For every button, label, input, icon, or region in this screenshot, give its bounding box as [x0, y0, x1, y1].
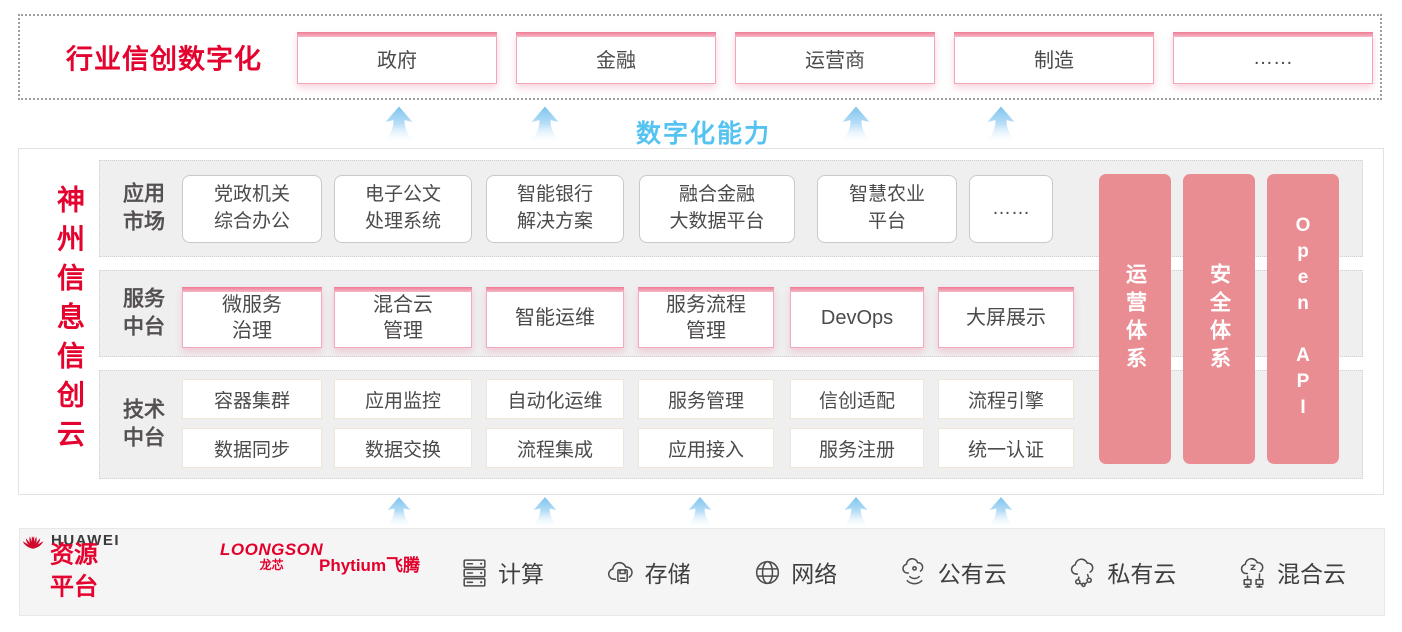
industry-label: 金融: [596, 49, 636, 72]
public-cloud-icon: [901, 557, 924, 584]
tech-box: 容器集群: [182, 379, 322, 419]
side-bar-open-api: Open API: [1267, 174, 1339, 464]
up-arrow-icon: [984, 106, 1018, 144]
pink-cap: [938, 287, 1074, 292]
service-platform-label: 服务 中台: [123, 287, 165, 339]
tech-box: 服务管理: [638, 379, 774, 419]
pink-cap: [638, 287, 774, 292]
app-box: 智能银行 解决方案: [486, 175, 624, 243]
up-arrow-icon: [382, 106, 416, 144]
platform-box: 神州信息信创云 应用 市场 党政机关 综合办公 电子公文 处理系统 智能银行 解…: [18, 148, 1384, 495]
resource-items: 计算 存储 网络 公有云: [458, 529, 1346, 615]
pink-cap: [297, 32, 497, 37]
pink-cap: [516, 32, 716, 37]
app-market-row: 应用 市场 党政机关 综合办公 电子公文 处理系统 智能银行 解决方案 融合金融…: [99, 160, 1363, 257]
industry-label: 制造: [1034, 49, 1074, 72]
up-arrow-icon: [384, 497, 414, 529]
pink-cap: [486, 287, 624, 292]
storage-icon: [607, 561, 633, 582]
pink-cap: [954, 32, 1154, 37]
tech-platform-label: 技术 中台: [123, 398, 165, 450]
industry-box-manufacturing: 制造: [954, 32, 1154, 84]
resource-item-public-cloud: 公有云: [898, 555, 1007, 589]
industry-label: ……: [1253, 46, 1293, 69]
app-box: 智慧农业 平台: [817, 175, 957, 243]
app-box-more: ……: [969, 175, 1053, 243]
up-arrow-icon: [986, 497, 1016, 529]
up-arrow-icon: [839, 106, 873, 144]
side-bar-operations: 运营体系: [1099, 174, 1171, 464]
industry-box-telecom: 运营商: [735, 32, 935, 84]
app-box: 融合金融 大数据平台: [639, 175, 795, 243]
service-box: 大屏展示: [938, 287, 1074, 348]
tech-box: 数据交换: [334, 428, 472, 468]
resource-item-hybrid-cloud: 混合云: [1237, 555, 1346, 589]
industry-banner: 行业信创数字化 政府 金融 运营商 制造 ……: [18, 14, 1382, 100]
service-box: 服务流程 管理: [638, 287, 774, 348]
network-icon: [756, 560, 780, 584]
pink-cap: [334, 287, 472, 292]
phytium-logo: Phytium飞腾: [319, 556, 421, 575]
app-box: 党政机关 综合办公: [182, 175, 322, 243]
huawei-logo: HUAWEI: [20, 529, 1384, 551]
up-arrow-icon: [685, 497, 715, 529]
up-arrow-icon: [530, 497, 560, 529]
resource-item-network: 网络: [751, 555, 837, 589]
resource-platform-panel: 资源 平台 LOONGSON 龙芯 Phytium飞腾 HUAWEI: [19, 528, 1385, 616]
tech-box: 流程引擎: [938, 379, 1074, 419]
hybrid-cloud-icon: [1240, 557, 1264, 588]
service-box: DevOps: [790, 287, 924, 348]
platform-title-vertical: 神州信息信创云: [54, 185, 85, 458]
tech-box: 统一认证: [938, 428, 1074, 468]
service-box: 智能运维: [486, 287, 624, 348]
industry-box-more: ……: [1173, 32, 1373, 84]
industry-box-finance: 金融: [516, 32, 716, 84]
banner-title: 行业信创数字化: [66, 44, 262, 75]
service-box: 微服务 治理: [182, 287, 322, 348]
loongson-logo: LOONGSON 龙芯: [220, 540, 324, 572]
up-arrow-icon: [528, 106, 562, 144]
compute-icon: [463, 558, 486, 587]
industry-boxes: 政府 金融 运营商 制造 ……: [297, 32, 1373, 84]
up-arrow-icon: [841, 497, 871, 529]
capability-label: 数字化能力: [636, 120, 772, 148]
pink-cap: [790, 287, 924, 292]
side-bar-security: 安全体系: [1183, 174, 1255, 464]
pink-cap: [1173, 32, 1373, 37]
industry-box-government: 政府: [297, 32, 497, 84]
app-market-label: 应用 市场: [123, 182, 165, 234]
tech-box: 自动化运维: [486, 379, 624, 419]
tech-box: 数据同步: [182, 428, 322, 468]
service-platform-row: 服务 中台 微服务 治理 混合云 管理 智能运维 服务流程 管理 DevOps …: [99, 270, 1363, 357]
resource-item-compute: 计算: [458, 555, 544, 589]
industry-label: 运营商: [805, 49, 865, 72]
tech-box: 应用监控: [334, 379, 472, 419]
private-cloud-icon: [1071, 557, 1094, 587]
tech-box: 信创适配: [790, 379, 924, 419]
industry-label: 政府: [377, 49, 417, 72]
resource-item-private-cloud: 私有云: [1067, 555, 1176, 589]
tech-box: 服务注册: [790, 428, 924, 468]
resource-item-storage: 存储: [605, 555, 691, 589]
tech-box: 应用接入: [638, 428, 774, 468]
resource-platform-title: 资源 平台: [50, 541, 98, 601]
huawei-petal-icon: [22, 536, 44, 549]
service-box: 混合云 管理: [334, 287, 472, 348]
pink-cap: [735, 32, 935, 37]
tech-platform-row: 技术 中台 容器集群 应用监控 自动化运维 服务管理 信创适配 流程引擎 数据同…: [99, 370, 1363, 479]
pink-cap: [182, 287, 322, 292]
tech-box: 流程集成: [486, 428, 624, 468]
app-box: 电子公文 处理系统: [334, 175, 472, 243]
